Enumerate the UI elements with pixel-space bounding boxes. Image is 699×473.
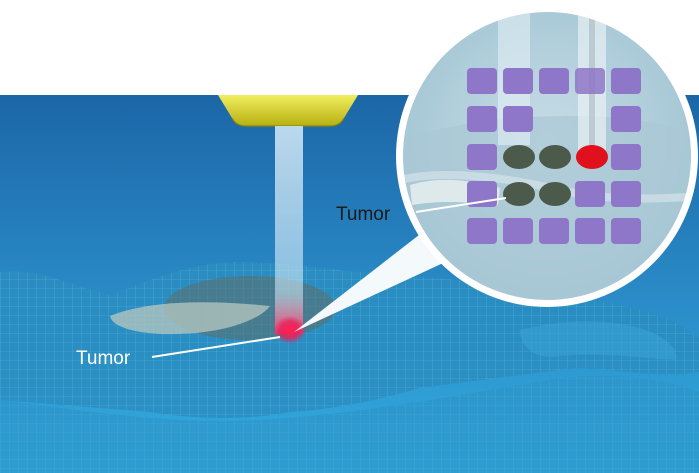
- inset-tumor-leader-line: [415, 197, 507, 213]
- tumor-label-main: Tumor: [76, 348, 131, 369]
- cell-grid: [467, 68, 641, 244]
- tumor-label-inset: Tumor: [336, 204, 391, 225]
- radiation-emitter-icon: [218, 95, 358, 127]
- radiation-beam: [275, 126, 303, 334]
- tumor-target: [274, 316, 306, 344]
- magnify-callout-wedge: [294, 228, 454, 332]
- tumor-cells: [503, 145, 571, 206]
- tumor-leader-line: [151, 336, 281, 358]
- magnified-cell-view-icon: [396, 5, 698, 307]
- irradiated-tumor-cell: [576, 145, 608, 169]
